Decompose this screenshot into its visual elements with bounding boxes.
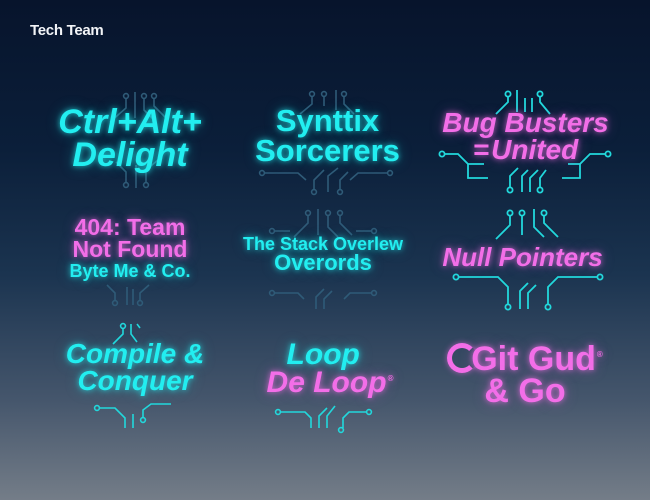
- logo-line: =United: [472, 133, 579, 165]
- logo-line: Synttix: [275, 103, 380, 139]
- logo-compile-conquer: Compile & Conquer: [45, 320, 225, 430]
- logo-line: Overords: [274, 249, 372, 275]
- logo-line: Conquer: [77, 365, 193, 396]
- registered-mark-icon: ®: [387, 374, 394, 383]
- logo-line: Delight: [72, 135, 188, 174]
- logo-line: Null Pointers: [442, 242, 603, 273]
- logo-line: Loop: [286, 337, 360, 371]
- circuit-icon: [438, 90, 612, 194]
- circuit-icon: [258, 90, 394, 196]
- circuit-icon: [274, 405, 373, 434]
- logo-stack-overlew-overords: The Stack Overlew Overords: [228, 205, 418, 310]
- logo-ctrl-alt-delight: Ctrl+Alt+ Delight: [40, 80, 220, 195]
- logo-line: De Loop®: [266, 366, 394, 399]
- logo-404-team-not-found: 404: Team Not Found Byte Me & Co.: [45, 205, 215, 310]
- logo-line: Ctrl+Alt+: [58, 103, 202, 142]
- logo-null-pointers: Null Pointers: [430, 205, 615, 311]
- circuit-icon: [93, 322, 171, 428]
- circuit-icon: [106, 284, 150, 307]
- registered-mark-icon: ®: [596, 350, 603, 360]
- logo-line: & Go: [484, 372, 566, 410]
- circuit-icon: [268, 209, 378, 309]
- logo-git-gud-go: Git Gud® & Go: [435, 330, 615, 420]
- logo-line: Git Gud®: [447, 342, 603, 376]
- logo-loop-de-loop: Loop De Loop®: [245, 330, 415, 434]
- brand-logo: Tech Team: [30, 22, 104, 39]
- logo-line: Sorcerers: [255, 132, 400, 168]
- logo-subtitle: Byte Me & Co.: [69, 260, 191, 281]
- logo-line: 404: Team: [74, 214, 186, 241]
- logo-line: The Stack Overlew: [242, 233, 404, 254]
- equals-icon: =: [472, 133, 490, 165]
- logo-bug-busters-united: Bug Busters =United: [428, 80, 623, 195]
- g-swirl-icon: [447, 342, 478, 373]
- logo-synttix-sorcerers: Synttix Sorcerers: [240, 80, 415, 196]
- circuit-icon: [452, 209, 604, 311]
- logo-line: Compile &: [65, 338, 205, 370]
- logo-line: Not Found: [72, 235, 188, 262]
- logo-line: Bug Busters: [442, 106, 609, 138]
- circuit-icon: [109, 92, 169, 189]
